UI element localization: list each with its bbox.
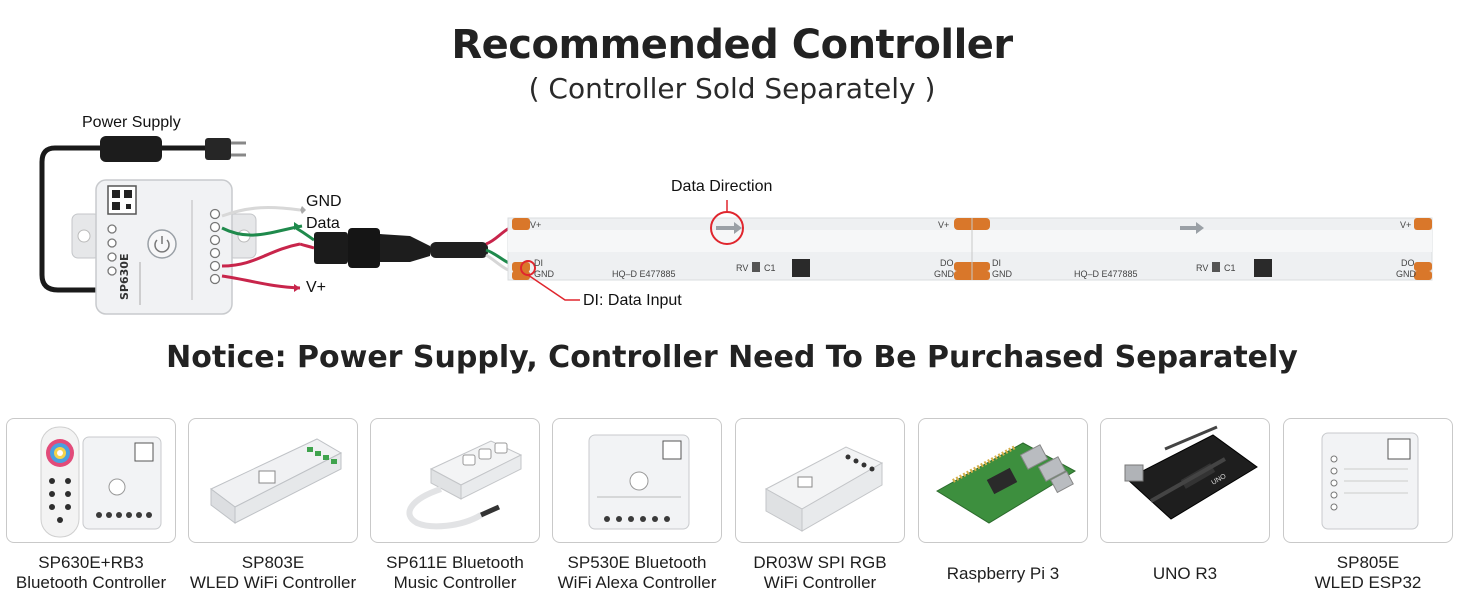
music-controller-image <box>406 440 523 530</box>
led-ic <box>1254 259 1272 277</box>
raspberry-pi-board-image <box>936 442 1077 524</box>
spi-rgb-controller-image <box>764 446 884 532</box>
power-plug <box>205 138 231 160</box>
product-card-sp803e <box>188 418 358 543</box>
product-card-raspberry-pi-3 <box>918 418 1088 543</box>
svg-text:GND: GND <box>992 269 1013 279</box>
svg-text:V+: V+ <box>530 220 541 230</box>
product-card-sp805e <box>1283 418 1453 543</box>
vplus-wire-label: V+ <box>306 279 327 296</box>
strip-cable <box>430 242 488 258</box>
svg-text:GND: GND <box>534 269 555 279</box>
controller-model-text: SP630E <box>118 254 131 300</box>
product-caption-5: Raspberry Pi 3 <box>946 564 1060 583</box>
data-wire-label: Data <box>306 215 340 232</box>
svg-text:HQ–D E477885: HQ–D E477885 <box>612 269 676 279</box>
power-cable <box>39 145 105 293</box>
svg-text:DI: DI <box>992 258 1001 268</box>
gnd-wire-label: GND <box>306 193 342 210</box>
product-card-sp530e <box>552 418 722 543</box>
data-input-label: DI: Data Input <box>583 292 682 309</box>
page-title: Recommended Controller <box>451 22 1013 68</box>
led-ic <box>792 259 810 277</box>
product-card-uno-r3: UNO <box>1100 418 1270 543</box>
wiring-diagram: SP630E V+ V+ <box>39 136 1433 315</box>
power-supply-adapter <box>100 136 162 162</box>
svg-text:V+: V+ <box>938 220 949 230</box>
svg-text:C1: C1 <box>764 263 776 273</box>
uno-board-image: UNO <box>1124 425 1258 520</box>
power-supply-label: Power Supply <box>82 114 181 131</box>
svg-text:DI: DI <box>534 258 543 268</box>
svg-text:V+: V+ <box>1400 220 1411 230</box>
svg-text:RV: RV <box>1196 263 1208 273</box>
product-card-sp630e-rb3 <box>6 418 176 543</box>
remote-and-controller-image <box>40 426 162 538</box>
jst-connector <box>314 232 348 264</box>
alexa-controller-image <box>588 434 690 530</box>
svg-text:DO: DO <box>1401 258 1415 268</box>
svg-text:DO: DO <box>940 258 954 268</box>
wled-esp32-controller-image <box>1321 432 1419 530</box>
product-card-sp611e <box>370 418 540 543</box>
svg-text:HQ–D E477885: HQ–D E477885 <box>1074 269 1138 279</box>
product-caption-6: UNO R3 <box>1152 564 1218 583</box>
page-subtitle: ( Controller Sold Separately ) <box>528 72 936 105</box>
svg-text:RV: RV <box>736 263 748 273</box>
svg-text:GND: GND <box>934 269 955 279</box>
notice-text: Notice: Power Supply, Controller Need To… <box>166 340 1298 375</box>
wled-controller-image <box>210 438 343 524</box>
arrow-right-icon <box>1180 222 1204 234</box>
product-card-dr03w <box>735 418 905 543</box>
svg-text:C1: C1 <box>1224 263 1236 273</box>
svg-text:GND: GND <box>1396 269 1417 279</box>
arrow-right-icon <box>716 222 742 234</box>
data-direction-label: Data Direction <box>671 178 773 195</box>
